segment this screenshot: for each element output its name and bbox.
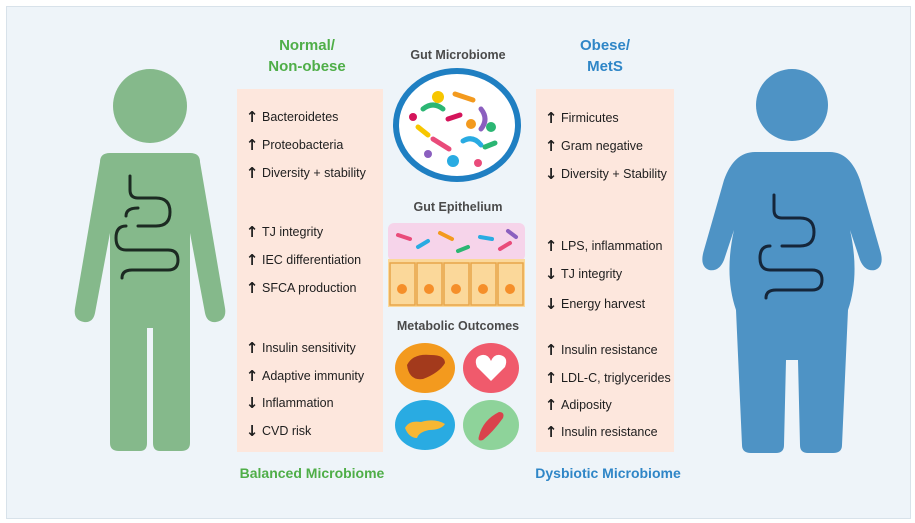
- normal-heading: Normal/ Non-obese: [232, 35, 382, 77]
- list-item-label: IEC differentiation: [262, 253, 362, 267]
- up-arrow-icon: ↑: [245, 279, 259, 297]
- normal-body-icon: [74, 69, 226, 451]
- liver-icon: [395, 343, 455, 393]
- obese-heading-line2: MetS: [587, 58, 623, 75]
- down-arrow-icon: ↓: [245, 422, 259, 440]
- list-item-label: Firmicutes: [561, 111, 619, 125]
- up-arrow-icon: ↑: [544, 423, 558, 441]
- up-arrow-icon: ↑: [245, 367, 259, 385]
- up-arrow-icon: ↑: [245, 108, 259, 126]
- list-item-label: Inflammation: [262, 396, 334, 410]
- normal-heading-line1: Normal/: [279, 37, 335, 54]
- list-item-label: Adaptive immunity: [262, 369, 365, 383]
- metabolic-outcomes-label: Metabolic Outcomes: [396, 319, 520, 333]
- down-arrow-icon: ↓: [544, 295, 558, 313]
- stomach-intestine-icon: [758, 193, 824, 300]
- balanced-microbiome-label: Balanced Microbiome: [239, 465, 385, 481]
- list-item: ↑Firmicutes: [544, 109, 619, 127]
- heart-icon: [463, 343, 519, 393]
- obese-heading: Obese/ MetS: [530, 35, 680, 77]
- epithelium-cells-icon: [388, 223, 525, 307]
- list-item: ↑SFCA production: [245, 279, 357, 297]
- list-item: ↓Inflammation: [245, 394, 334, 412]
- list-item-label: Proteobacteria: [262, 138, 344, 152]
- list-item-label: Insulin sensitivity: [262, 341, 356, 355]
- list-item: ↑Adaptive immunity: [245, 367, 364, 385]
- list-item: ↑Diversity + stability: [245, 164, 366, 182]
- list-item: ↑Insulin sensitivity: [245, 339, 356, 357]
- list-item-label: Diversity + Stability: [561, 167, 667, 181]
- list-item-label: TJ integrity: [262, 225, 324, 239]
- list-item: ↑Proteobacteria: [245, 136, 344, 154]
- up-arrow-icon: ↑: [544, 137, 558, 155]
- normal-heading-line2: Non-obese: [268, 58, 346, 75]
- list-item: ↑TJ integrity: [245, 223, 323, 241]
- up-arrow-icon: ↑: [544, 396, 558, 414]
- list-item-label: Adiposity: [561, 398, 612, 412]
- up-arrow-icon: ↑: [544, 237, 558, 255]
- muscle-icon: [463, 400, 519, 450]
- list-item-label: Gram negative: [561, 139, 643, 153]
- list-item: ↑IEC differentiation: [245, 251, 361, 269]
- list-item-label: SFCA production: [262, 281, 357, 295]
- obese-body-icon: [702, 69, 882, 453]
- normal-effects-box: ↑Bacteroidetes ↑Proteobacteria ↑Diversit…: [237, 89, 383, 452]
- list-item: ↓CVD risk: [245, 422, 312, 440]
- list-item: ↑Insulin resistance: [544, 423, 658, 441]
- up-arrow-icon: ↑: [544, 109, 558, 127]
- list-item: ↑Insulin resistance: [544, 341, 658, 359]
- down-arrow-icon: ↓: [245, 394, 259, 412]
- obese-effects-box: ↑Firmicutes ↑Gram negative ↓Diversity + …: [536, 89, 674, 452]
- list-item: ↓TJ integrity: [544, 265, 622, 283]
- list-item-label: Insulin resistance: [561, 425, 658, 439]
- up-arrow-icon: ↑: [245, 251, 259, 269]
- list-item: ↑Adiposity: [544, 396, 612, 414]
- up-arrow-icon: ↑: [544, 341, 558, 359]
- list-item-label: Energy harvest: [561, 297, 646, 311]
- list-item: ↑LPS, inflammation: [544, 237, 663, 255]
- list-item: ↓Diversity + Stability: [544, 165, 667, 183]
- down-arrow-icon: ↓: [544, 165, 558, 183]
- up-arrow-icon: ↑: [245, 339, 259, 357]
- list-item-label: LDL-C, triglycerides: [561, 371, 671, 385]
- list-item: ↑Gram negative: [544, 137, 643, 155]
- list-item: ↑Bacteroidetes: [245, 108, 339, 126]
- up-arrow-icon: ↑: [245, 164, 259, 182]
- dysbiotic-microbiome-label: Dysbiotic Microbiome: [535, 465, 681, 481]
- list-item-label: Bacteroidetes: [262, 110, 339, 124]
- gut-epithelium-label: Gut Epithelium: [413, 200, 503, 214]
- down-arrow-icon: ↓: [544, 265, 558, 283]
- up-arrow-icon: ↑: [245, 223, 259, 241]
- list-item-label: Diversity + stability: [262, 166, 366, 180]
- up-arrow-icon: ↑: [245, 136, 259, 154]
- list-item-label: CVD risk: [262, 424, 312, 438]
- pancreas-icon: [395, 400, 455, 450]
- list-item-label: LPS, inflammation: [561, 239, 663, 253]
- gut-microbiome-label: Gut Microbiome: [410, 48, 506, 62]
- obese-heading-line1: Obese/: [579, 37, 631, 54]
- list-item-label: Insulin resistance: [561, 343, 658, 357]
- up-arrow-icon: ↑: [544, 369, 558, 387]
- list-item-label: TJ integrity: [561, 267, 623, 281]
- stomach-intestine-icon: [114, 174, 180, 280]
- bacteria-dish-icon: [393, 68, 521, 182]
- list-item: ↓Energy harvest: [544, 295, 645, 313]
- list-item: ↑LDL-C, triglycerides: [544, 369, 671, 387]
